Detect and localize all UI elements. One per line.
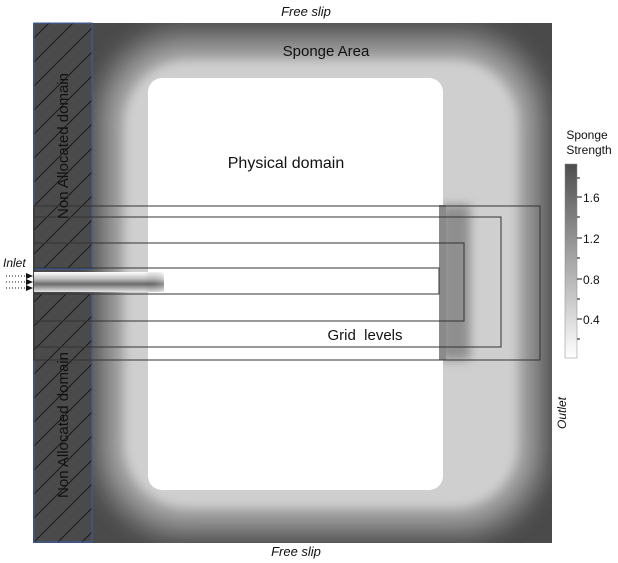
colorbar-gradient (564, 163, 578, 359)
outlet-gradient-strip (439, 205, 446, 360)
top-boundary-label: Free slip (281, 4, 331, 19)
colorbar-tick-0-4: 0.4 (583, 313, 600, 327)
outlet-label: Outlet (555, 396, 569, 429)
physical-domain-region (148, 78, 443, 490)
inlet-jet-edge (34, 272, 164, 292)
bottom-boundary-label: Free slip (271, 544, 321, 559)
physical-domain-label: Physical domain (228, 155, 345, 172)
inlet-label: Inlet (3, 256, 26, 270)
inlet-arrows (6, 273, 33, 291)
non-allocated-lower-label: Non Allocated domain (55, 352, 72, 498)
sponge-strength-colorbar: Sponge Strength 1.6 1.2 0.8 0.4 (564, 128, 612, 359)
colorbar-tick-1-6: 1.6 (583, 191, 600, 205)
non-allocated-upper-label: Non Allocated domain (55, 73, 72, 219)
colorbar-title-line1: Sponge (566, 128, 608, 142)
colorbar-tick-1-2: 1.2 (583, 232, 600, 246)
grid-levels-label: Grid levels (327, 327, 402, 344)
sponge-area-label: Sponge Area (283, 43, 370, 60)
colorbar-title-line2: Strength (566, 143, 611, 157)
non-allocated-upper-region (33, 22, 93, 270)
colorbar-tick-0-8: 0.8 (583, 273, 600, 287)
non-allocated-lower-region (33, 293, 93, 543)
